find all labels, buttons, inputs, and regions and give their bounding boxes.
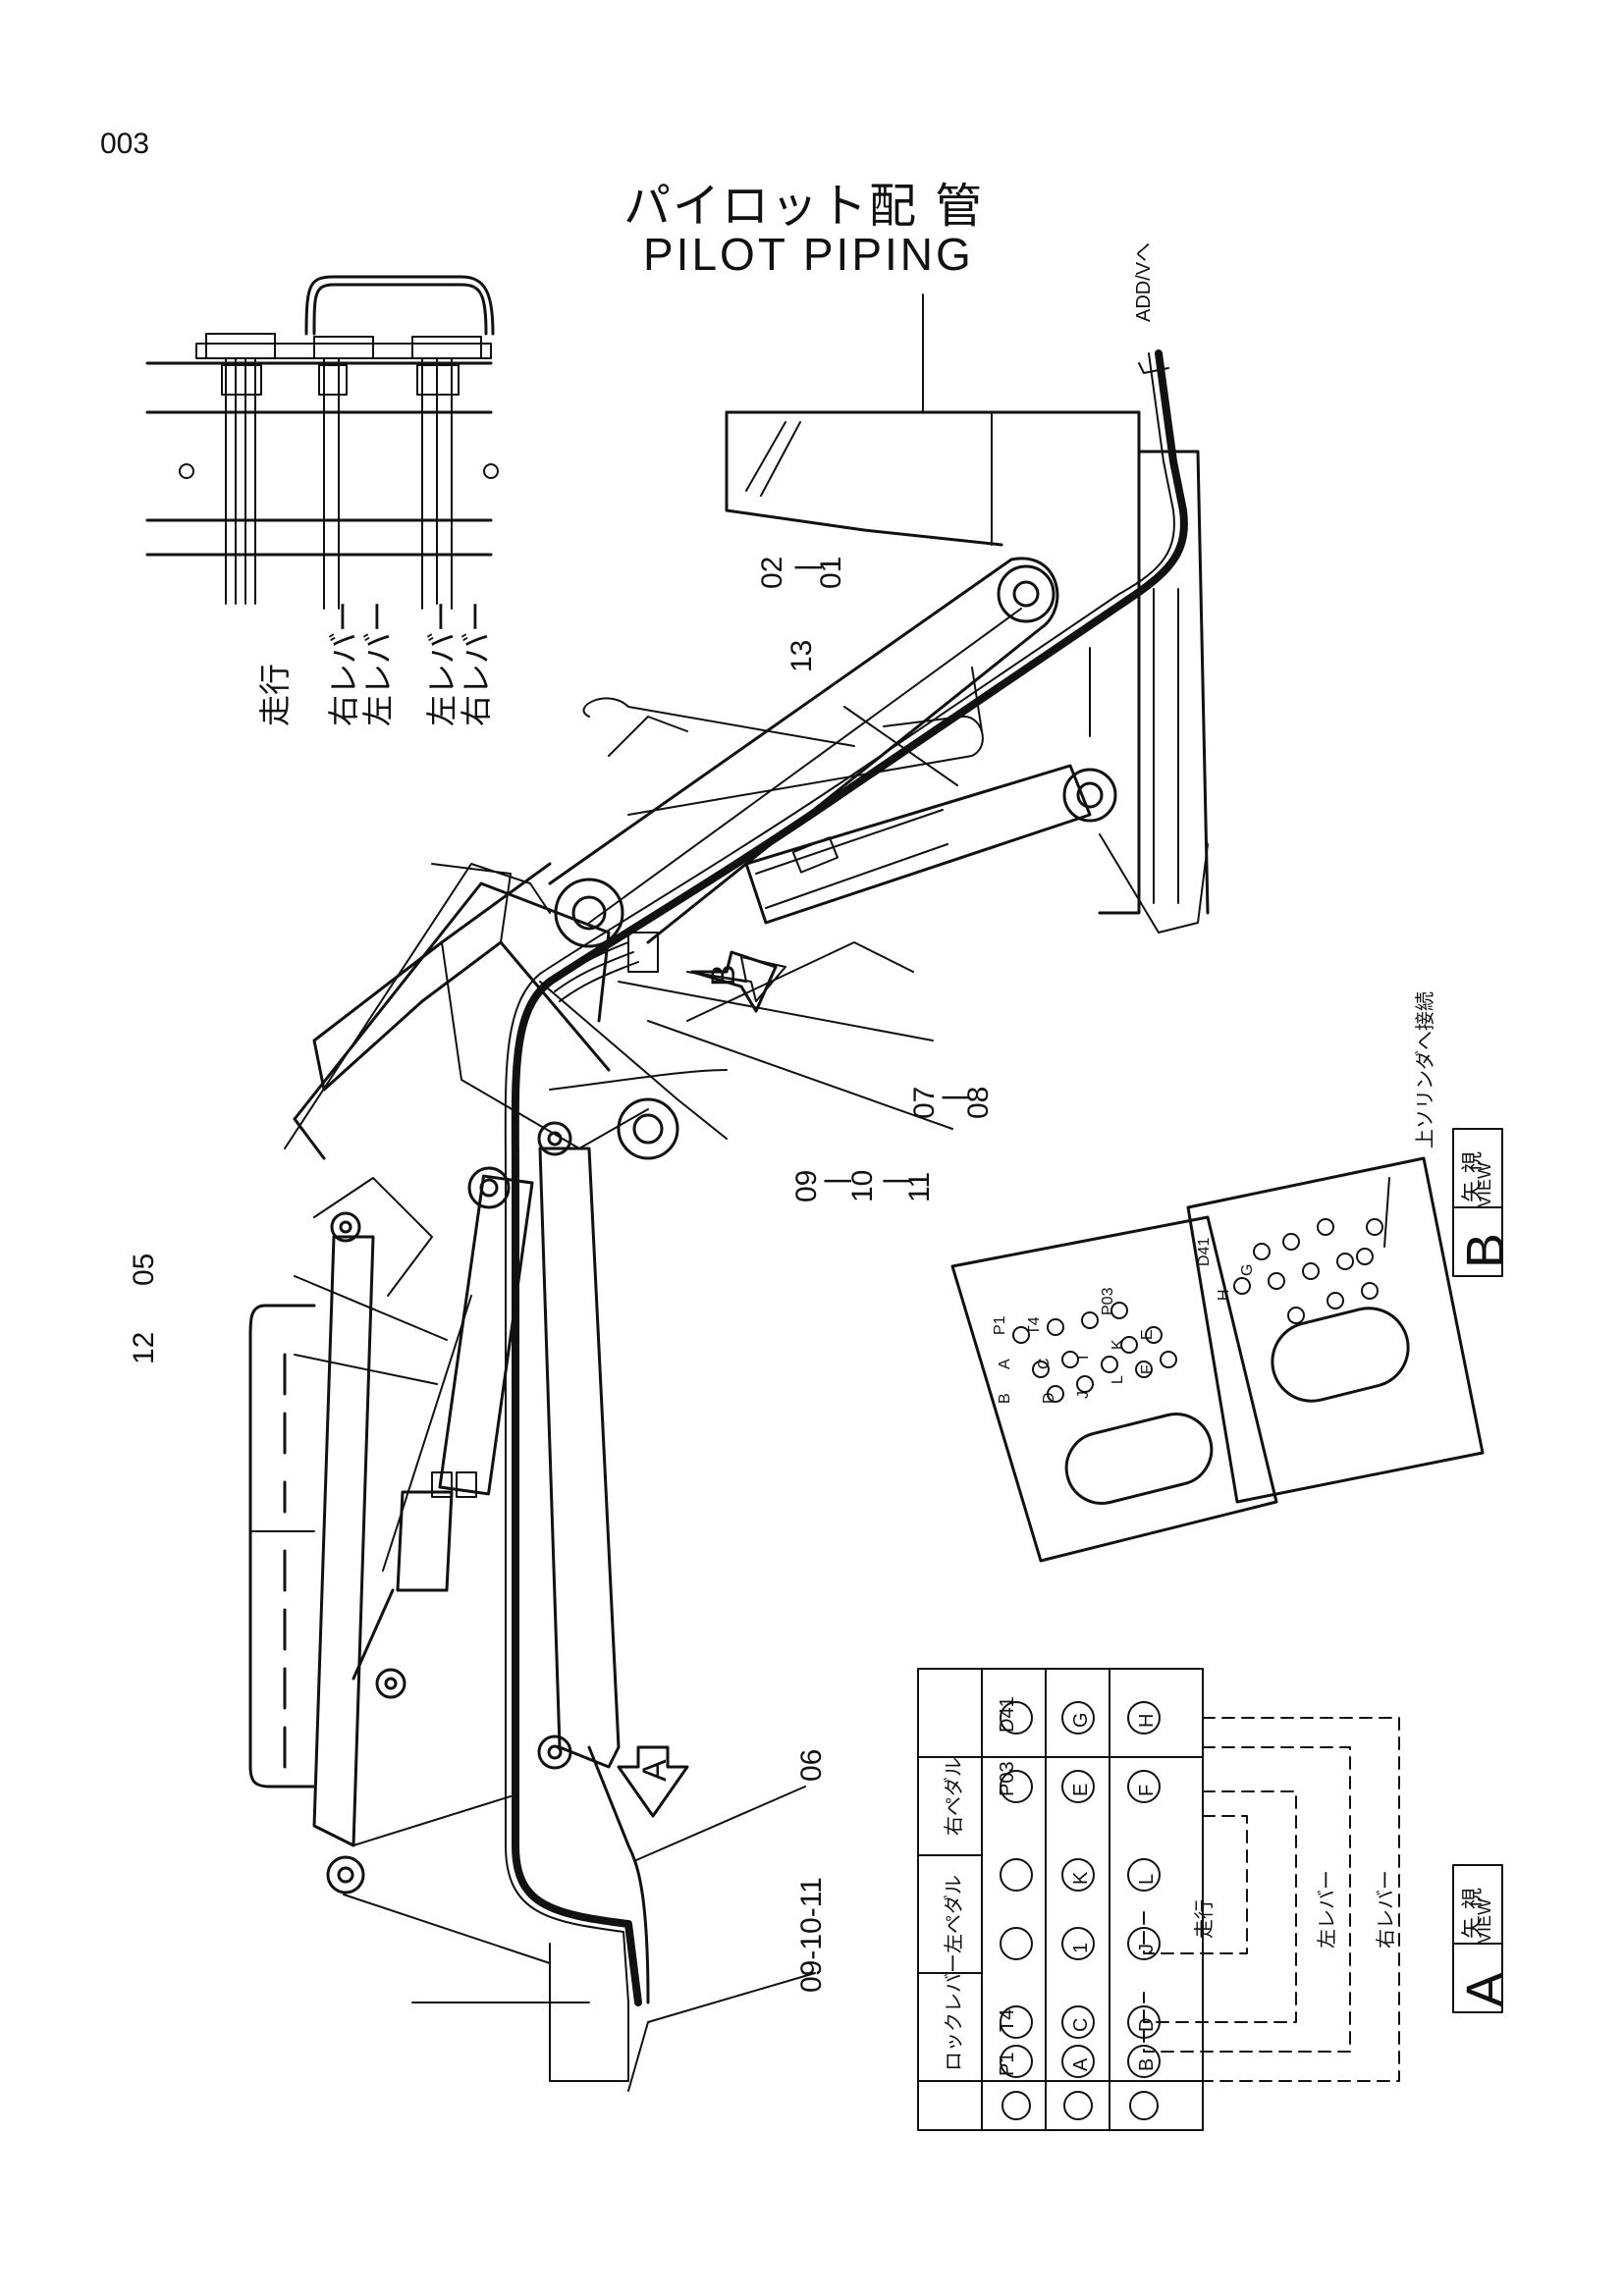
va-top-p1: P1 (997, 2052, 1018, 2076)
va-bot-j: J (1136, 1944, 1158, 1953)
callout-06: 06 (795, 1748, 828, 1782)
callout-02: 02 (756, 556, 788, 589)
port-k: K (1110, 1339, 1126, 1350)
label-right-lever-b: 右レバー (458, 600, 495, 726)
view-b-note: 上ソリンダへ接続 (1413, 991, 1436, 1148)
outer-beam (312, 1177, 551, 2003)
port-f: F (1139, 1364, 1156, 1374)
va-mid-a: A (1070, 2057, 1092, 2071)
va-bot-f: F (1136, 1784, 1158, 1796)
group-lock-lever: ロックレバー (942, 1953, 965, 2071)
group-left-pedal: 左ペダル (942, 1875, 965, 1953)
port-j: J (1075, 1391, 1092, 1399)
callout-09: 09 (790, 1169, 823, 1202)
port-g: G (1239, 1263, 1256, 1276)
va-bot-h: H (1136, 1713, 1158, 1728)
callout-09-10-11-inline: 09-10-11 (795, 1877, 828, 1993)
port-h: H (1216, 1289, 1232, 1301)
arrow-b (686, 950, 786, 1013)
arm (411, 1121, 650, 2092)
port-p03: P03 (1100, 1287, 1116, 1315)
va-mid-e: E (1070, 1783, 1092, 1796)
port-c: C (1036, 1358, 1053, 1369)
group-right-pedal: 右ペダル (942, 1757, 965, 1836)
port-l: L (1110, 1375, 1126, 1384)
va-travel-label: 走行 (1192, 1899, 1216, 1939)
guard-rail (248, 1304, 316, 1789)
va-top-t4: T4 (997, 2008, 1018, 2032)
callout-10: 10 (846, 1169, 879, 1202)
title-english: PILOT PIPING (643, 229, 974, 280)
view-a-view-label: VIEW (1475, 1897, 1494, 1944)
view-b-ports (1012, 1218, 1383, 1403)
top-valve-detail (145, 275, 499, 610)
view-b-view-label: VIEW (1475, 1161, 1494, 1207)
arm-cylinder (352, 1166, 534, 1681)
view-a-dashed-lines (1143, 1717, 1400, 2082)
va-bot-b: B (1136, 2057, 1158, 2071)
va-top-p03: P03 (997, 1761, 1018, 1796)
va-right-lever-label: 右レバー (1374, 1870, 1397, 1949)
arrow-a (617, 1745, 689, 1818)
callout-12: 12 (128, 1331, 160, 1364)
arrow-b-letter: B (705, 964, 742, 987)
callout-11: 11 (903, 1171, 936, 1202)
arrow-a-letter: A (636, 1759, 674, 1782)
va-top-d41: D41 (997, 1696, 1018, 1733)
port-i: I (1075, 1355, 1092, 1360)
view-b-panels (950, 1156, 1485, 1563)
view-boxes (1452, 1128, 1503, 2013)
va-left-lever-label: 左レバー (1315, 1870, 1338, 1949)
port-p1: P1 (992, 1315, 1008, 1335)
boom (548, 557, 1059, 948)
port-d41: D41 (1196, 1237, 1213, 1266)
to-valve-label: ADD/Vへ (1133, 241, 1155, 322)
label-travel: 走行 (256, 663, 294, 726)
va-mid-1: 1 (1070, 1942, 1092, 1953)
va-mid-k: K (1070, 1871, 1092, 1885)
port-b: B (997, 1393, 1013, 1404)
label-left-lever-a: 左レバー (359, 600, 397, 726)
leader-lines (294, 667, 983, 2023)
va-mid-g: G (1070, 1712, 1092, 1728)
view-a-letter: A (1456, 1971, 1515, 2007)
view-a-grid (917, 1668, 1204, 2131)
va-bot-d: D (1136, 2017, 1158, 2032)
port-a: A (997, 1359, 1013, 1369)
title-japanese: パイロット配 管 (623, 179, 985, 234)
boom-cylinder (744, 764, 1117, 925)
port-d: D (1041, 1392, 1057, 1404)
callout-13: 13 (785, 639, 818, 672)
view-a-ports (1000, 1701, 1161, 2120)
callout-08: 08 (962, 1086, 995, 1119)
callout-01: 01 (815, 556, 847, 589)
va-mid-c: C (1070, 2017, 1092, 2032)
callout-07: 07 (908, 1086, 941, 1119)
port-t4: T4 (1026, 1316, 1043, 1335)
callout-05: 05 (128, 1253, 160, 1286)
port-e: E (1139, 1329, 1156, 1340)
pipe-bundle-b (549, 932, 659, 1002)
page-number: 003 (100, 128, 150, 160)
view-b-letter: B (1456, 1232, 1515, 1268)
va-bot-l: L (1136, 1873, 1158, 1885)
upper-frame (725, 362, 1210, 934)
